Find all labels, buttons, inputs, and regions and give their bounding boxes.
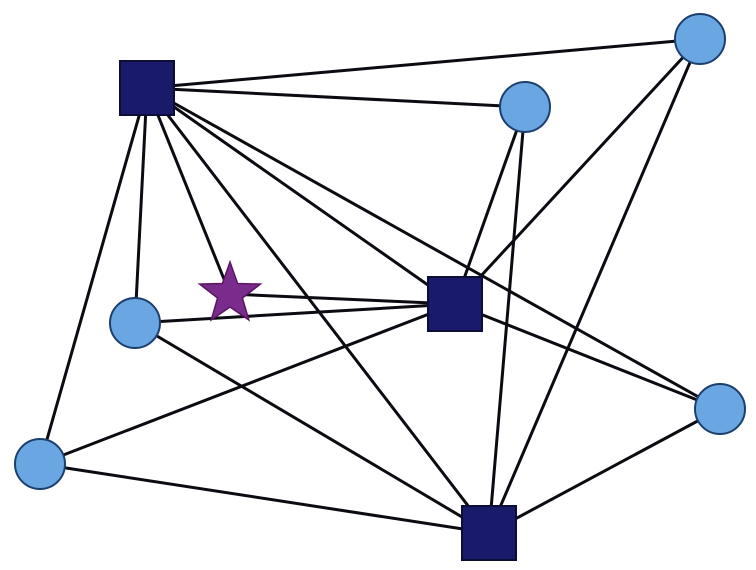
edge-layer: [38, 37, 722, 535]
edge-c3-s2: [133, 302, 457, 325]
circle-node-c4: [694, 383, 746, 435]
circle-node-c3: [109, 297, 161, 349]
edge-c2-s3: [487, 105, 527, 535]
edge-s1-st: [145, 86, 232, 296]
node-layer: [14, 13, 746, 561]
edge-s1-c5: [38, 86, 149, 466]
edge-s2-c4: [453, 302, 722, 411]
edge-c1-s2: [453, 37, 702, 306]
edge-s1-c3: [133, 86, 149, 325]
circle-node-c5: [14, 438, 66, 490]
edge-c4-s3: [487, 407, 722, 535]
edge-c2-s2: [453, 105, 527, 306]
circle-node-c1: [674, 13, 726, 65]
edge-s1-s3: [145, 86, 491, 535]
edge-st-s2: [228, 292, 457, 306]
square-node-s1: [119, 60, 175, 116]
edge-c5-s3: [38, 462, 491, 535]
circle-node-c2: [499, 81, 551, 133]
edge-s1-c4: [145, 86, 722, 411]
square-node-s2: [427, 276, 483, 332]
square-node-s3: [461, 505, 517, 561]
edge-s1-c2: [145, 86, 527, 109]
edge-s2-c5: [38, 302, 457, 466]
edge-s1-c1: [145, 37, 702, 90]
edge-c3-s3: [133, 321, 491, 535]
star-node: [197, 259, 263, 322]
edge-c1-s3: [487, 37, 702, 535]
edge-s1-s2: [145, 86, 457, 306]
